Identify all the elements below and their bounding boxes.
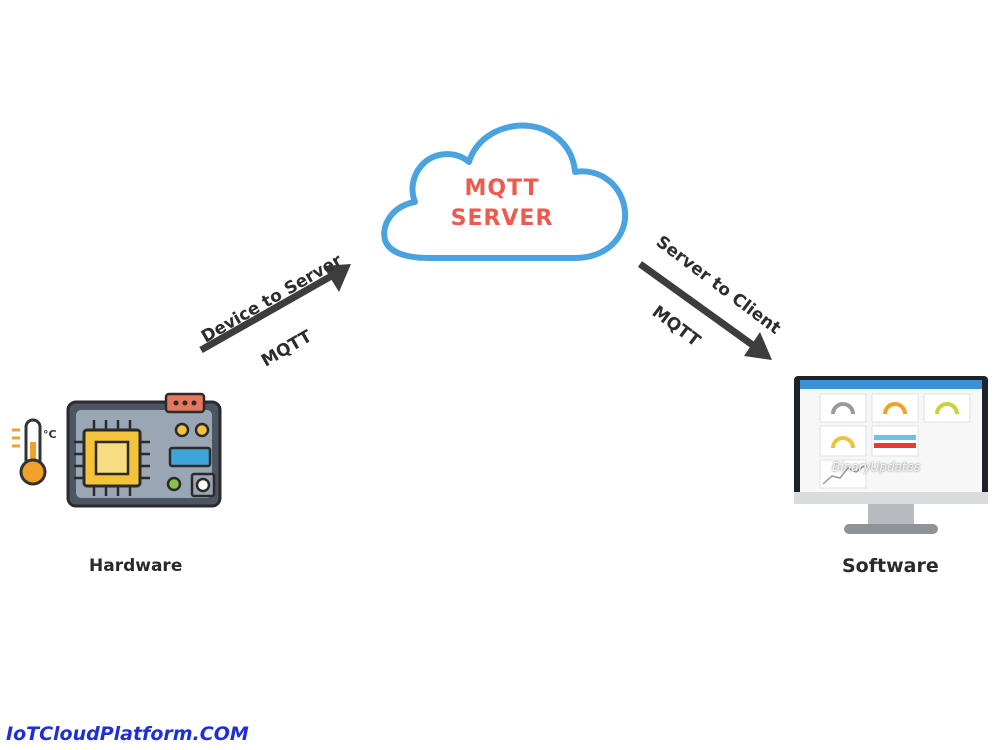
cloud-label-line2: SERVER bbox=[450, 206, 554, 231]
cloud-label-line1: MQTT bbox=[464, 176, 540, 201]
arrow-server-to-client bbox=[637, 261, 772, 360]
hardware-caption: Hardware bbox=[89, 556, 183, 576]
monitor-dashboard-icon bbox=[794, 376, 988, 534]
thermometer-icon bbox=[12, 418, 47, 486]
arrow-device-to-server bbox=[199, 264, 351, 354]
screen-watermark: BinaryUpdates bbox=[832, 460, 921, 474]
cloud-icon bbox=[381, 122, 629, 261]
footer-watermark: IoTCloudPlatform.COM bbox=[6, 723, 249, 745]
thermo-unit: °C bbox=[43, 428, 57, 441]
circuit-board-icon: °C bbox=[12, 392, 222, 508]
software-caption: Software bbox=[842, 555, 939, 577]
